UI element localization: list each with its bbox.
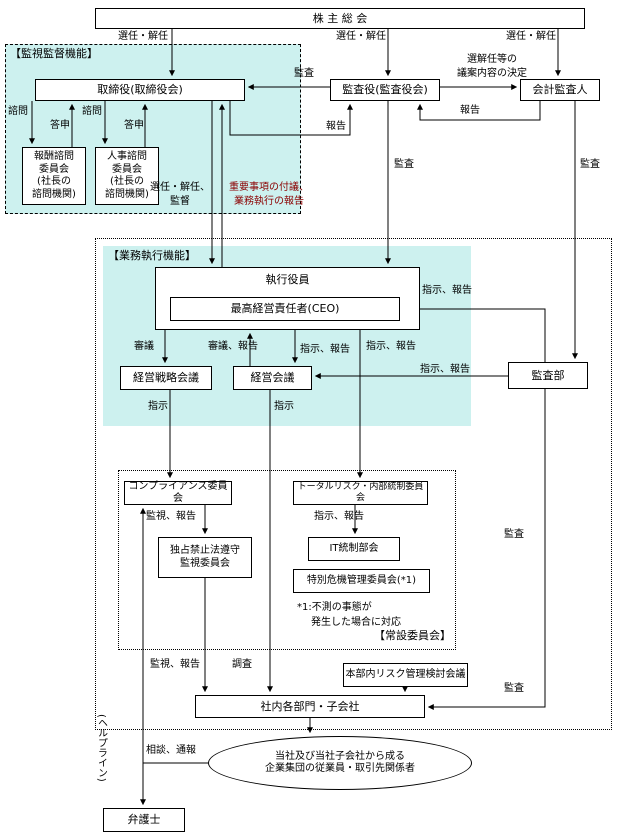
antitrust-committee-label: 独占禁止法遵守 監視委員会 [170,545,240,569]
connector-acctauditor-auditboard-report [417,101,541,121]
compliance-committee-box: コンプライアンス委員会 [124,481,232,505]
departments-label: 社内各部門・子会社 [260,699,360,713]
label-report-left: 報告 [326,121,346,132]
label-reply-2: 答申 [124,120,144,131]
label-important-matters: 重要事項の付議、 業務執行の報告 [229,182,309,207]
compliance-committee-label: コンプライアンス委員会 [128,480,228,505]
label-instruct-report-auditdept: 指示、報告 [420,364,470,375]
label-audit-board-to-directors: 監査 [294,68,314,79]
it-control-box: IT統制部会 [308,537,400,561]
accounting-auditor-label: 会計監査人 [532,83,588,97]
executive-officers-label: 執行役員 [265,273,310,286]
strategy-council-label: 経営戦略会議 [133,371,199,385]
shareholders-meeting-label: 株 主 総 会 [312,11,368,25]
personnel-committee-label: 人事諮問 委員会 (社長の 諮問機関) [105,151,149,200]
lawyer-label: 弁護士 [127,813,161,827]
board-of-directors-label: 取締役(取締役会) [97,83,183,97]
label-instruct-report-1: 指示、報告 [300,344,350,355]
label-audit-mid-right: 監査 [580,159,600,170]
label-consult-report: 相談、通報 [146,745,196,756]
label-instruct-1: 指示 [148,401,168,412]
label-deliberate: 審議 [134,341,154,352]
stakeholders-ellipse: 当社及び当社子会社から成る 企業集団の従業員・取引先関係者 [208,736,472,790]
label-proposal-decision: 選解任等の 議案内容の決定 [457,54,527,79]
label-note-1: *1:不測の事態が [297,602,372,613]
label-consult-2: 諮問 [82,106,102,117]
label-monitor-report-2: 監視、報告 [150,659,200,670]
management-council-label: 経営会議 [250,371,295,385]
it-control-label: IT統制部会 [329,542,379,554]
board-of-directors-box: 取締役(取締役会) [35,79,245,101]
label-report-right: 報告 [460,105,480,116]
shareholders-meeting-box: 株 主 総 会 [95,8,585,29]
label-appoint-supervise: 選任・解任、 監督 [150,182,210,207]
strategy-council-box: 経営戦略会議 [120,366,212,390]
label-audit-down-1: 監査 [504,529,524,540]
label-helpline: (ヘルプライン) [95,714,107,782]
hq-risk-council-label: 本部内リスク管理検討会議 [345,668,466,680]
label-instruct-report-2: 指示、報告 [366,341,416,352]
departments-box: 社内各部門・子会社 [195,695,425,718]
label-audit-mid-left: 監査 [394,159,414,170]
label-consult-1: 諮問 [8,106,28,117]
compensation-committee-label: 報酬諮問 委員会 (社長の 諮問機関) [32,151,76,200]
executive-officers-box: 執行役員 最高経営責任者(CEO) [155,267,420,330]
management-council-box: 経営会議 [233,366,312,390]
audit-board-box: 監査役(監査役会) [330,79,440,101]
label-appoint-dismiss-2: 選任・解任 [336,31,386,42]
label-deliberate-report: 審議、報告 [208,341,258,352]
standing-section-title: 【常設委員会】 [374,629,451,642]
execution-region [95,238,612,730]
risk-committee-box: トータルリスク・内部統制委員会 [293,481,428,505]
label-monitor-report-1: 監視、報告 [146,511,196,522]
audit-board-label: 監査役(監査役会) [342,83,428,97]
risk-committee-label: トータルリスク・内部統制委員会 [297,481,424,503]
label-instruct-report-3: 指示、報告 [314,511,364,522]
crisis-committee-box: 特別危機管理委員会(*1) [293,569,430,593]
label-appoint-dismiss-3: 選任・解任 [506,31,556,42]
label-instruct-2: 指示 [274,401,294,412]
compensation-committee-box: 報酬諮問 委員会 (社長の 諮問機関) [22,147,86,205]
audit-dept-label: 監査部 [531,368,565,382]
supervision-section-title: 【監視監督機能】 [10,47,98,60]
label-instruct-report-ceo: 指示、報告 [422,285,472,296]
audit-dept-box: 監査部 [508,362,588,389]
label-investigate: 調査 [232,659,252,670]
stakeholders-label: 当社及び当社子会社から成る 企業集団の従業員・取引先関係者 [265,750,415,775]
accounting-auditor-box: 会計監査人 [520,79,600,101]
lawyer-box: 弁護士 [103,808,185,832]
label-audit-down-2: 監査 [504,683,524,694]
hq-risk-council-box: 本部内リスク管理検討会議 [343,663,468,687]
ceo-box: 最高経営責任者(CEO) [170,297,400,321]
label-appoint-dismiss-1: 選任・解任 [118,31,168,42]
label-reply-1: 答申 [50,120,70,131]
personnel-committee-box: 人事諮問 委員会 (社長の 諮問機関) [95,147,159,205]
crisis-committee-label: 特別危機管理委員会(*1) [306,574,417,586]
execution-section-title: 【業務執行機能】 [108,249,196,262]
ceo-label: 最高経営責任者(CEO) [230,302,340,316]
label-note-2: 発生した場合に対応 [311,617,401,628]
antitrust-committee-box: 独占禁止法遵守 監視委員会 [158,537,252,578]
